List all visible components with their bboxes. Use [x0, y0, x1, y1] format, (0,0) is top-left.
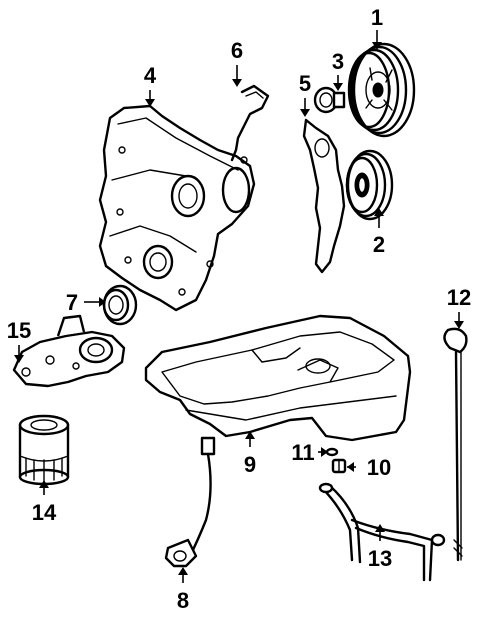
- callout-14: 14: [32, 500, 57, 525]
- callout-12: 12: [447, 285, 471, 310]
- oil-filter-part-14[interactable]: [18, 414, 70, 486]
- oil-pan-part-9[interactable]: [144, 314, 412, 442]
- dipstick-part-12[interactable]: [443, 327, 468, 562]
- callout-11: 11: [291, 440, 314, 465]
- callout-4: 4: [144, 63, 157, 88]
- timing-cover-part-4[interactable]: [98, 104, 256, 312]
- callout-1: 1: [371, 5, 383, 30]
- callout-5: 5: [299, 71, 311, 96]
- pulley-bolt-part-3[interactable]: [313, 86, 346, 114]
- callout-7: 7: [66, 290, 78, 315]
- crank-seal-part-7[interactable]: [102, 284, 138, 326]
- oil-pump-part-15[interactable]: [12, 314, 126, 388]
- crank-sprocket-part-2[interactable]: [345, 149, 394, 221]
- callout-9: 9: [244, 452, 256, 477]
- front-gasket-part-5[interactable]: [302, 118, 346, 274]
- callout-6: 6: [231, 38, 243, 63]
- callout-2: 2: [373, 232, 385, 257]
- callout-8: 8: [177, 588, 189, 613]
- callout-15: 15: [7, 318, 31, 343]
- callout-13: 13: [368, 546, 392, 571]
- cover-gasket-part-6[interactable]: [230, 84, 270, 162]
- dipstick-tube-part-13[interactable]: [318, 482, 446, 582]
- callout-10: 10: [367, 455, 391, 480]
- crank-pulley-part-1[interactable]: [347, 42, 416, 138]
- callout-3: 3: [332, 49, 344, 74]
- drain-washer-part-11[interactable]: [325, 447, 339, 457]
- oil-sensor-part-8[interactable]: [164, 436, 216, 568]
- drain-plug-part-10[interactable]: [331, 458, 347, 474]
